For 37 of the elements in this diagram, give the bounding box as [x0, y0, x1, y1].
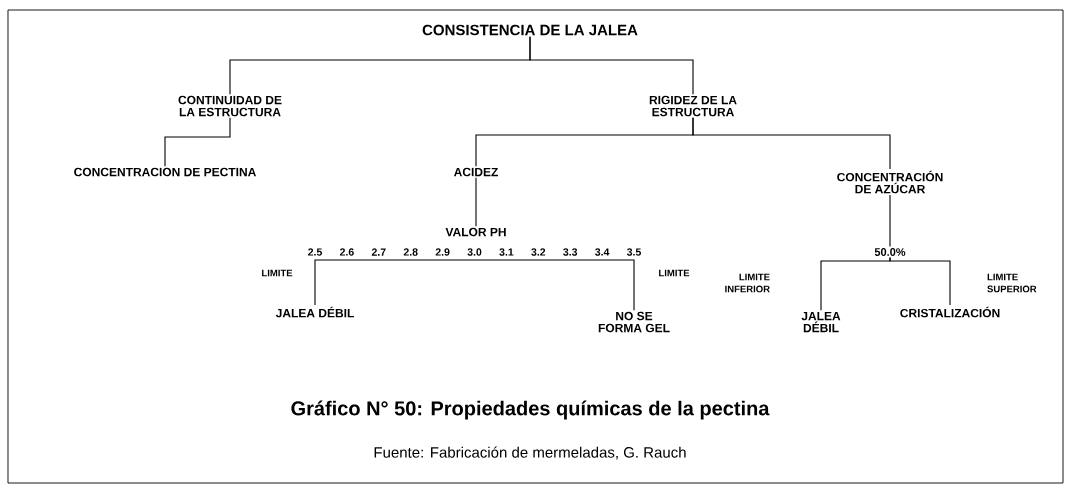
- connector: [529, 36, 694, 95]
- scale-value: 2.5: [308, 248, 322, 256]
- limit-note: LIMITE: [262, 269, 293, 277]
- scale-value: 2.8: [403, 248, 418, 256]
- limit-note: LIMITE INFERIOR: [725, 273, 770, 293]
- scale-value: 3.5: [626, 248, 641, 256]
- scale-value: 3.2: [531, 248, 546, 256]
- scale-value: 3.3: [563, 248, 578, 256]
- connector: [692, 117, 891, 170]
- limit-note: LIMITE: [659, 269, 690, 277]
- connector: [889, 256, 951, 306]
- node-label: 50.0%: [874, 248, 906, 256]
- connector: [314, 259, 477, 306]
- source-note: Fuente: Fabricación de mermeladas, G. Rauch: [374, 446, 686, 460]
- node-label: CONTINUIDAD DE LA ESTRUCTURA: [178, 95, 282, 117]
- node-label: JALEA DÉBIL: [801, 311, 841, 333]
- node-label: VALOR PH: [445, 227, 506, 237]
- node-label: ACIDEZ: [453, 167, 498, 177]
- node-label: JALEA DÉBIL: [275, 306, 354, 318]
- node-label: NO SE FORMA GEL: [598, 311, 670, 333]
- node-label: CONCENTRACIÓN DE AZÚCAR: [837, 170, 943, 194]
- limit-note: LIMITE SUPERIOR: [987, 273, 1037, 293]
- node-label: RIGIDEZ DE LA ESTRUCTURA: [649, 95, 737, 117]
- scale-value: 2.7: [371, 248, 386, 256]
- connector: [475, 177, 477, 227]
- connector: [889, 194, 891, 248]
- scale-value: 2.9: [435, 248, 450, 256]
- scale-value: 2.6: [339, 248, 354, 256]
- scale-value: 3.4: [595, 248, 610, 256]
- tree-heading: CONSISTENCIA DE LA JALEA: [422, 24, 638, 36]
- connector: [164, 117, 231, 167]
- node-label: CRISTALIZACIÓN: [900, 306, 1000, 318]
- scale-value: 3.1: [499, 248, 514, 256]
- node-label: CONCENTRACION DE PECTINA: [74, 167, 256, 177]
- connector: [475, 259, 635, 311]
- caption: Gráfico N° 50: Propiedades químicas de la pectina: [291, 400, 770, 420]
- scale-value: 3.0: [467, 248, 482, 256]
